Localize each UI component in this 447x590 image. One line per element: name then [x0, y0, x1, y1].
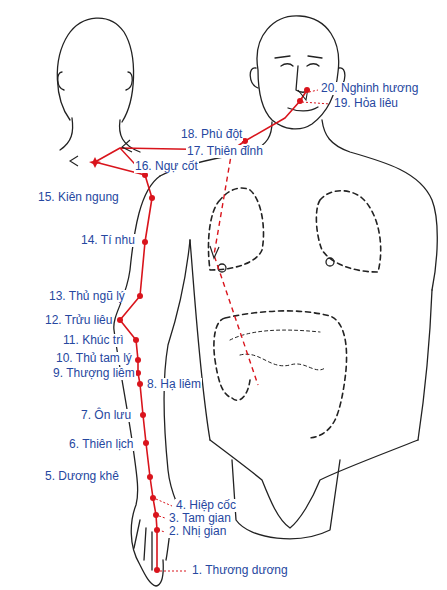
point-label: 4. Hiệp cốc: [175, 499, 237, 512]
point-label: 15. Kiên ngung: [37, 191, 120, 204]
point-label: 9. Thượng liêm: [52, 367, 136, 380]
point-label: 7. Ôn lưu: [80, 409, 132, 422]
point-label: 6. Thiên lịch: [68, 438, 134, 451]
point-label: 14. Tí nhu: [80, 234, 136, 247]
point-label: 10. Thủ tam lý: [55, 352, 133, 365]
point-label: 5. Dương khê: [44, 470, 120, 483]
point-label: 17. Thiên đỉnh: [186, 145, 264, 158]
point-label: 16. Ngự cốt: [134, 160, 199, 173]
point-label: 11. Khúc trì: [62, 334, 124, 347]
point-label: 18. Phù đột: [180, 128, 243, 141]
point-label: 12. Trửu liêu: [44, 314, 113, 327]
point-label: 3. Tam gian: [168, 512, 232, 525]
point-label: 2. Nhị gian: [168, 525, 227, 538]
point-label: 13. Thủ ngũ lý: [48, 290, 126, 303]
point-label: 1. Thương dương: [191, 564, 289, 577]
point-label: 19. Hỏa liêu: [333, 97, 399, 110]
point-label: 8. Hạ liêm: [146, 378, 202, 391]
point-label: 20. Nghinh hương: [320, 82, 419, 95]
